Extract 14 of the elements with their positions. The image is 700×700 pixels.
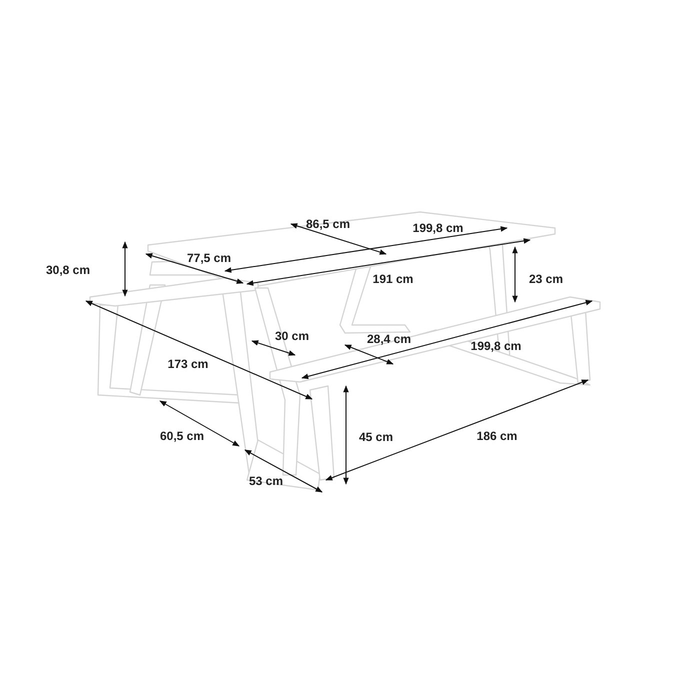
dimension-label: 45 cm xyxy=(358,430,394,444)
dimension-label: 60,5 cm xyxy=(160,429,204,443)
dimension-label: 53 cm xyxy=(248,474,284,488)
dimension-label: 173 cm xyxy=(168,357,208,371)
dimension-label: 23 cm xyxy=(528,272,564,286)
dimension-label: 186 cm xyxy=(476,429,518,443)
dimension-label: 77,5 cm xyxy=(186,251,232,265)
dimension-label: 30 cm xyxy=(274,329,310,343)
dimension-label: 30,8 cm xyxy=(46,263,90,277)
dimension-label: 199,8 cm xyxy=(470,339,522,353)
dimension-label: 191 cm xyxy=(372,272,414,286)
dimension-label: 199,8 cm xyxy=(412,221,464,235)
dimension-label: 28,4 cm xyxy=(366,332,412,346)
dimension-label: 86,5 cm xyxy=(306,217,350,231)
